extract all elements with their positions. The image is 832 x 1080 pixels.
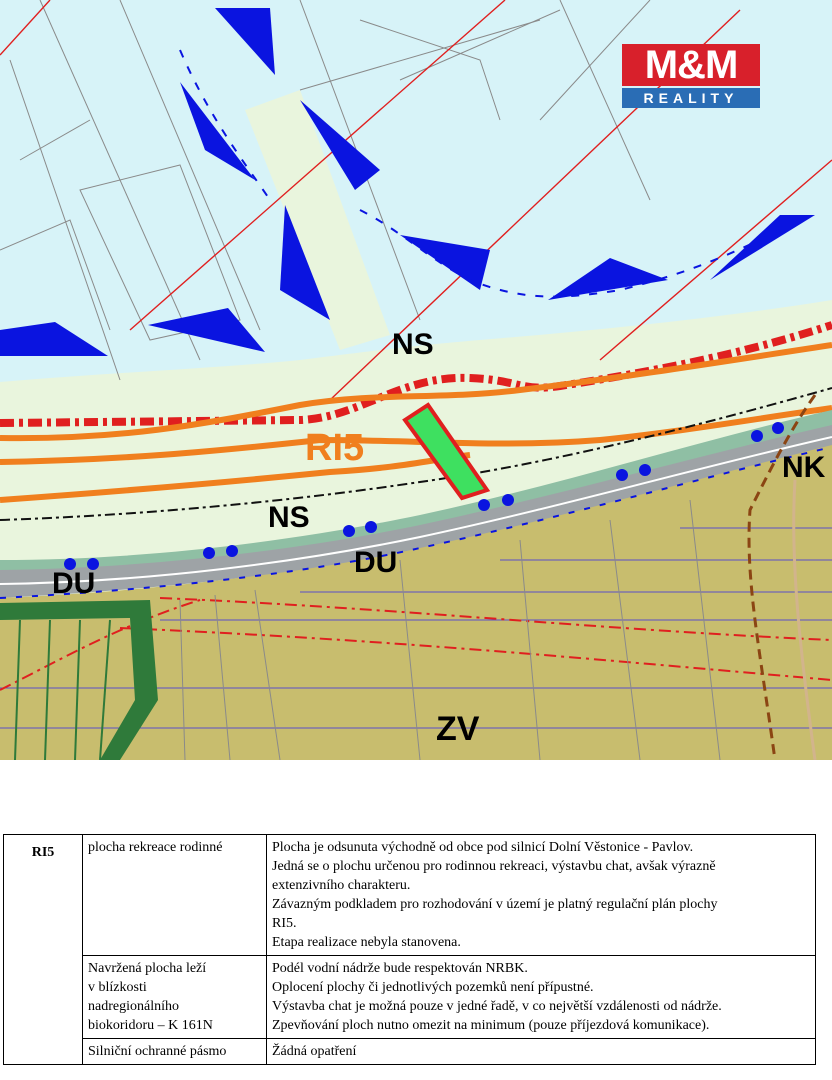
peninsula-area (245, 90, 390, 350)
desc-line: Plocha je odsunuta východně od obce pod … (272, 840, 694, 855)
type-line: biokoridoru – K 161N (88, 1018, 213, 1033)
desc-line: Jedná se o plochu určenou pro rodinnou r… (272, 859, 716, 874)
label-nk-edge: NK (782, 451, 826, 484)
row-code: RI5 (3, 834, 83, 1065)
logo-sub: REALITY (622, 88, 760, 108)
zoning-map: NS RI5 NS DU DU ZV NK (0, 0, 832, 760)
row-desc: Žádná opatření (266, 1038, 816, 1065)
table-row: Navržená plocha leží v blízkosti nadregi… (4, 955, 816, 1039)
brand-logo: M&M REALITY (622, 44, 760, 110)
boundary-line (0, 321, 832, 427)
desc-line: Závazným podkladem pro rozhodování v úze… (272, 897, 718, 912)
table-row: RI5 plocha rekreace rodinné Plocha je od… (3, 834, 816, 1065)
desc-line: Oplocení plochy či jednotlivých pozemků … (272, 980, 594, 995)
desc-line: RI5. (272, 916, 297, 931)
label-du-center: DU (354, 546, 397, 579)
row-type: plocha rekreace rodinné (82, 834, 267, 956)
label-ns-mid: NS (268, 501, 310, 534)
logo-brand: M&M (622, 44, 760, 86)
type-line: nadregionálního (88, 999, 179, 1014)
row-type: Navržená plocha leží v blízkosti nadregi… (82, 955, 267, 1039)
desc-line: Etapa realizace nebyla stanovena. (272, 935, 461, 950)
label-du-left: DU (52, 567, 95, 600)
label-zv: ZV (436, 710, 480, 748)
desc-line: Podél vodní nádrže bude respektován NRBK… (272, 961, 528, 976)
field-area (0, 440, 832, 760)
ri5-plot (402, 402, 491, 501)
desc-line: Zpevňování ploch nutno omezit na minimum… (272, 1018, 710, 1033)
regulation-table: RI5 plocha rekreace rodinné Plocha je od… (3, 834, 819, 1080)
row-type: Silniční ochranné pásmo (82, 1038, 267, 1065)
label-ns-top: NS (392, 328, 434, 361)
table-row: Silniční ochranné pásmo Žádná opatření (4, 1038, 816, 1065)
type-line: Navržená plocha leží (88, 961, 207, 976)
row-desc: Plocha je odsunuta východně od obce pod … (266, 834, 816, 956)
label-ri5: RI5 (305, 427, 364, 469)
desc-line: extenzivního charakteru. (272, 878, 411, 893)
type-line: v blízkosti (88, 980, 147, 995)
desc-line: Výstavba chat je možná pouze v jedné řad… (272, 999, 722, 1014)
forest-corridor (0, 600, 158, 760)
row-desc: Podél vodní nádrže bude respektován NRBK… (266, 955, 816, 1039)
desc-line: Žádná opatření (272, 1044, 357, 1059)
